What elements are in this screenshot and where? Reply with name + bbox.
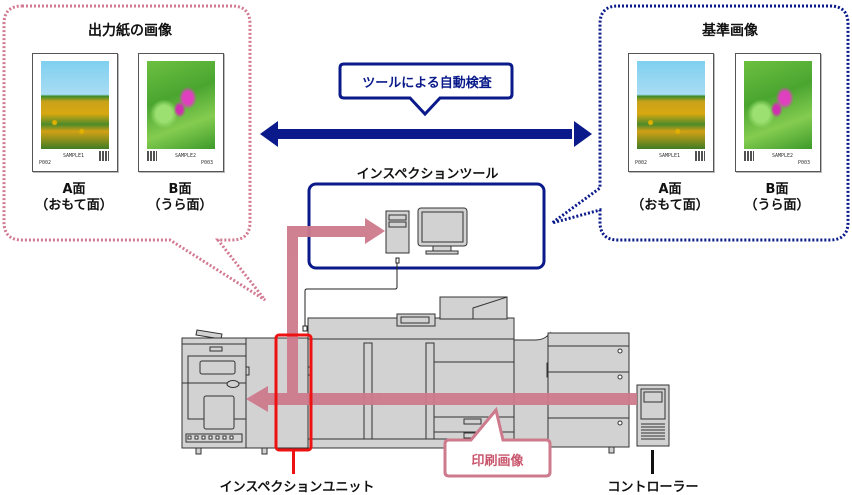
sunflower-field-image	[637, 61, 705, 149]
sample-label: SAMPLE1	[63, 153, 85, 159]
pink-flower-image	[147, 61, 215, 149]
output-page-a: SAMPLE1 P002	[32, 53, 118, 172]
page-number: P003	[798, 160, 811, 166]
side-sub-label: （うら面）	[744, 198, 810, 213]
double-headed-arrow-icon	[260, 121, 592, 147]
output-page-b-caption: B面 （うら面）	[132, 182, 228, 214]
sunflower-field-image	[41, 61, 109, 149]
reference-images-title: 基準画像	[702, 23, 758, 39]
side-sub-label: （おもて面）	[35, 198, 113, 213]
qr-code-icon	[695, 151, 705, 161]
page-number: P002	[635, 160, 648, 166]
sample-label: SAMPLE1	[659, 153, 681, 159]
inspection-tool-label: インスペクションツール	[356, 167, 499, 182]
side-label: A面	[62, 182, 86, 197]
controller-leader-line	[651, 450, 654, 474]
reference-callout-border	[551, 4, 850, 242]
reference-page-a-caption: A面 （おもて面）	[622, 182, 718, 214]
qr-code-icon	[744, 151, 754, 161]
page-number: P002	[39, 160, 52, 166]
inspection-unit-leader-line	[292, 450, 295, 474]
reference-page-b-caption: B面 （うら面）	[729, 182, 825, 214]
side-sub-label: （おもて面）	[631, 198, 709, 213]
controller-icon	[636, 384, 670, 447]
print-flow-arrows	[246, 218, 637, 412]
pink-flower-image	[744, 61, 812, 149]
side-sub-label: （うら面）	[147, 198, 213, 213]
sample-label: SAMPLE2	[772, 153, 794, 159]
qr-code-icon	[147, 151, 157, 161]
output-images-title: 出力紙の画像	[88, 23, 172, 39]
qr-code-icon	[99, 151, 109, 161]
controller-label: コントローラー	[607, 480, 699, 495]
sample-label: SAMPLE2	[175, 153, 197, 159]
print-image-label: 印刷画像	[471, 454, 524, 469]
reference-page-a: SAMPLE1 P002	[628, 53, 714, 172]
pc-cable	[302, 257, 400, 332]
reference-page-b: SAMPLE2 P003	[735, 53, 821, 172]
monitor-icon	[417, 207, 468, 255]
pc-tower-icon	[385, 210, 410, 254]
auto-inspection-bubble	[338, 62, 514, 117]
side-label: A面	[658, 182, 682, 197]
production-printer	[181, 296, 630, 455]
print-image-bubble	[443, 406, 552, 478]
output-page-b: SAMPLE2 P003	[138, 53, 224, 172]
side-label: B面	[765, 182, 789, 197]
side-label: B面	[168, 182, 192, 197]
inspection-unit-label: インスペクションユニット	[219, 480, 375, 495]
auto-inspection-label: ツールによる自動検査	[362, 76, 492, 91]
output-page-a-caption: A面 （おもて面）	[26, 182, 122, 214]
page-number: P003	[201, 160, 214, 166]
output-callout-border	[2, 4, 267, 302]
